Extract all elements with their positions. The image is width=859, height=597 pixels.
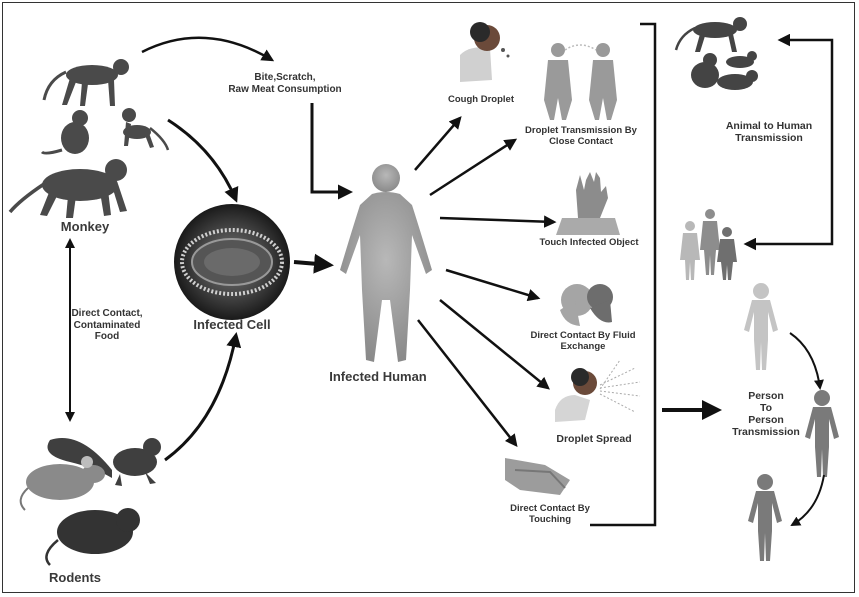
label-rodents: Rodents: [35, 571, 115, 586]
hand-icon: [556, 172, 620, 235]
label-direct-contact-fluid: Direct Contact By Fluid Exchange: [518, 331, 648, 353]
virus-cell-icon: [174, 204, 290, 320]
arrow-bite-to-human: [312, 103, 350, 192]
arrow-cell-to-human: [294, 262, 330, 265]
handshake-icon: [505, 458, 570, 495]
label-infected-human: Infected Human: [316, 370, 440, 385]
family-icon: [680, 209, 737, 280]
label-animal-to-human: Animal to Human Transmission: [710, 120, 828, 144]
monkey-icon: [676, 17, 758, 90]
arrow-p2p-2: [792, 475, 824, 525]
label-direct-contact-touching: Direct Contact By Touching: [490, 504, 610, 526]
arrow-p2p-1: [790, 333, 820, 388]
arrow-human-to-cough: [415, 118, 460, 170]
label-droplet-close-contact: Droplet Transmission By Close Contact: [518, 126, 644, 148]
label-person-to-person: Person To Person Transmission: [718, 390, 814, 438]
lungs-icon: [544, 43, 617, 120]
label-droplet-spread: Droplet Spread: [544, 433, 644, 445]
label-infected-cell: Infected Cell: [180, 318, 284, 333]
cough-icon: [460, 22, 510, 82]
kiss-icon: [560, 284, 613, 326]
sneeze-icon: [555, 360, 640, 422]
human-body-icon: [340, 164, 432, 362]
label-monkey: Monkey: [50, 220, 120, 235]
label-touch-infected-object: Touch Infected Object: [526, 238, 652, 249]
arrow-human-to-close: [430, 140, 515, 195]
monkey-icon: [10, 59, 168, 218]
arrow-human-to-touch: [440, 218, 554, 222]
label-cough-droplet: Cough Droplet: [440, 95, 522, 106]
arrow-rodent-to-cell: [165, 335, 236, 460]
arrow-monkey-to-cell: [168, 120, 236, 200]
label-direct-contact-food: Direct Contact, Contaminated Food: [70, 308, 144, 343]
arrow-human-to-fluid: [446, 270, 538, 298]
label-bite-scratch: Bite,Scratch, Raw Meat Consumption: [205, 72, 365, 95]
arrow-monkey-to-bite: [142, 38, 272, 60]
